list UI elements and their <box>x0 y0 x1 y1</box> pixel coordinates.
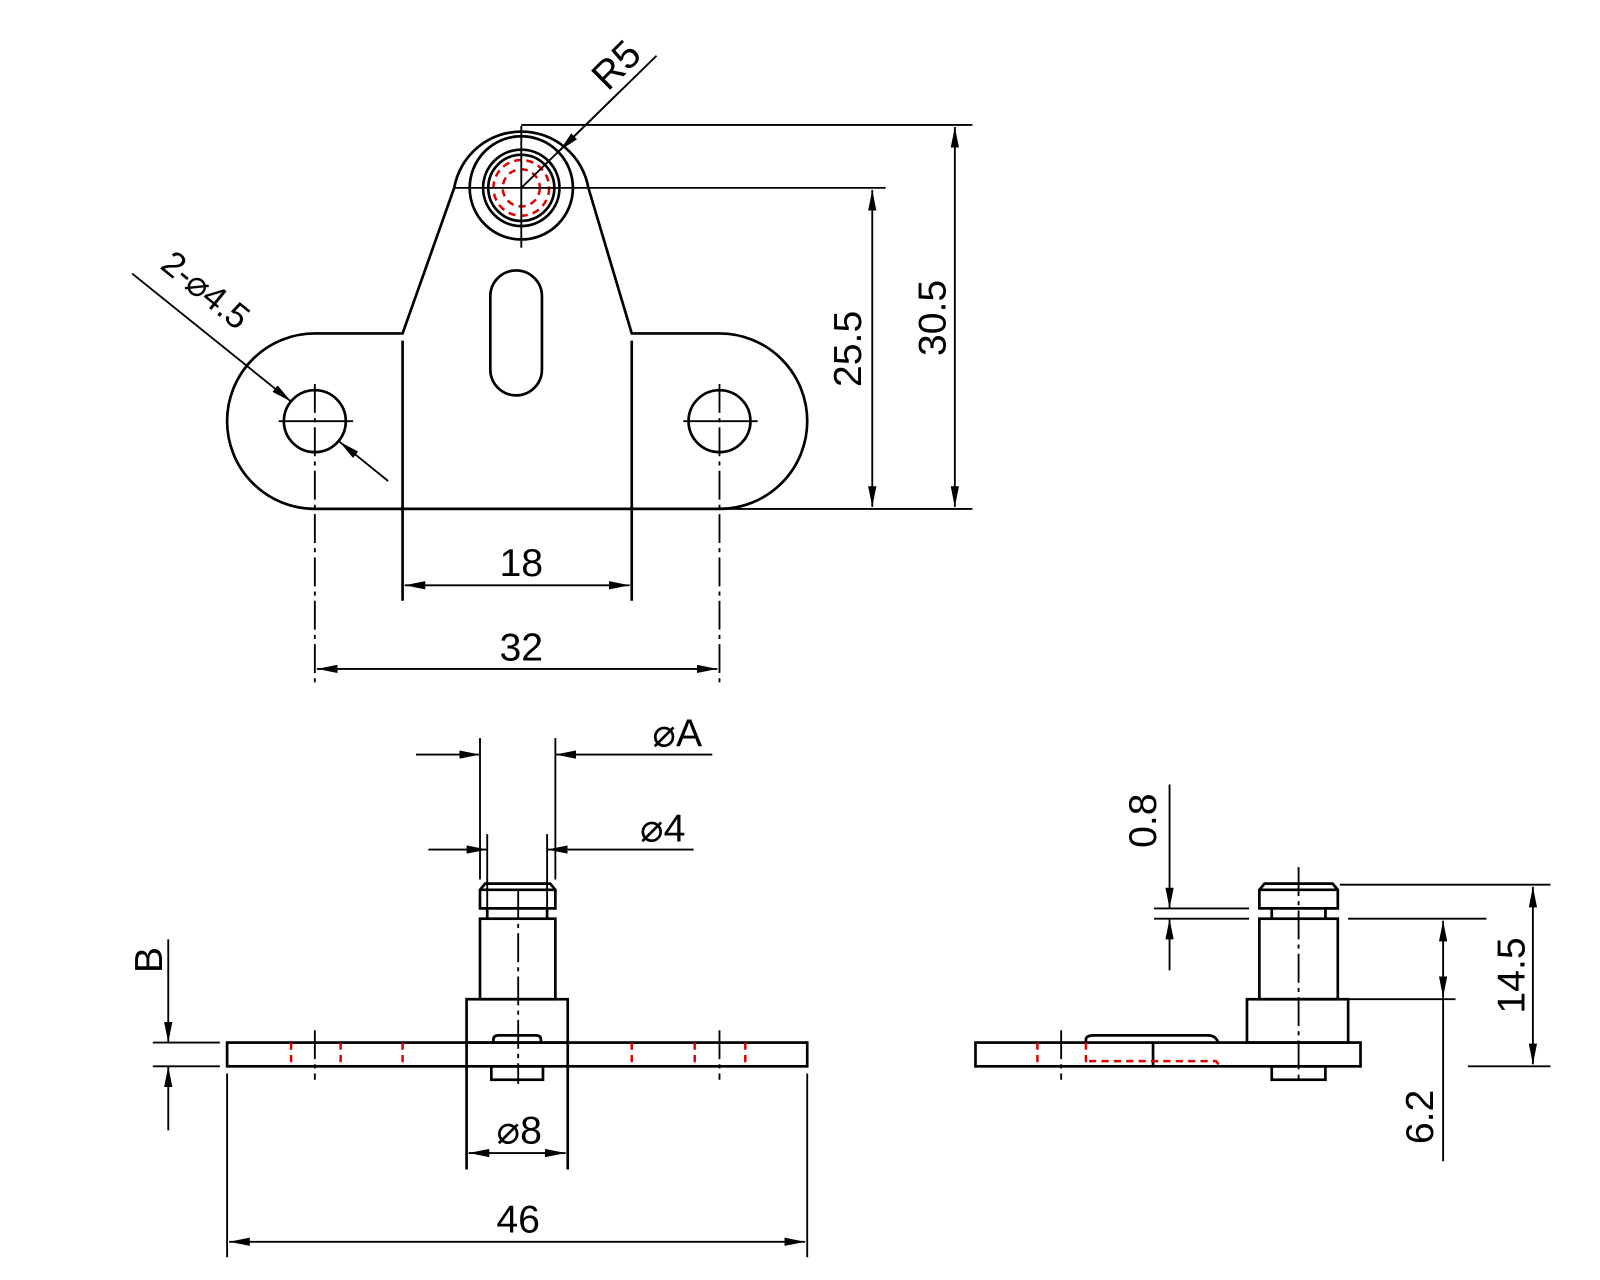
dim-shaft-height: 6.2 <box>1398 1090 1442 1145</box>
hidden-slot <box>1084 1042 1222 1068</box>
plate <box>974 1041 1362 1068</box>
holes-label: 2-⌀4.5 <box>154 243 257 337</box>
radius-arrow <box>558 91 621 152</box>
pin-rivet <box>492 1034 543 1043</box>
dim-base-dia: ⌀8 <box>497 1109 542 1153</box>
dim-thickness: B <box>127 947 171 973</box>
slot-profile <box>1084 1034 1220 1044</box>
dim-shaft-dia: ⌀4 <box>640 806 685 850</box>
side-view: 0.8 14.5 6.2 <box>974 784 1551 1162</box>
dim-total-length: 46 <box>496 1198 540 1242</box>
dim-pin-height: 14.5 <box>1490 937 1534 1013</box>
hole-leader <box>131 272 292 403</box>
pin-base <box>1245 997 1350 1044</box>
top-view: 18 32 25.5 30.5 R5 2-⌀4.5 <box>131 32 973 684</box>
dim-groove: 0.8 <box>1121 793 1165 848</box>
hidden-lines <box>289 1042 747 1067</box>
radius-label: R5 <box>583 32 650 99</box>
pin-underside <box>490 1064 545 1082</box>
dim-total-height: 30.5 <box>911 280 955 356</box>
dim-hole-spacing: 32 <box>499 626 543 670</box>
front-view: ⌀A ⌀4 B ⌀8 46 <box>127 711 809 1258</box>
pin-neck <box>485 908 549 919</box>
pin-neck <box>1270 908 1327 919</box>
plate-outline <box>225 130 809 511</box>
dim-inner-width: 18 <box>499 541 543 585</box>
hole-leader-arrow <box>339 441 389 482</box>
dim-head-dia: ⌀A <box>652 711 703 755</box>
slot <box>488 269 544 397</box>
dim-center-height: 25.5 <box>826 311 870 387</box>
